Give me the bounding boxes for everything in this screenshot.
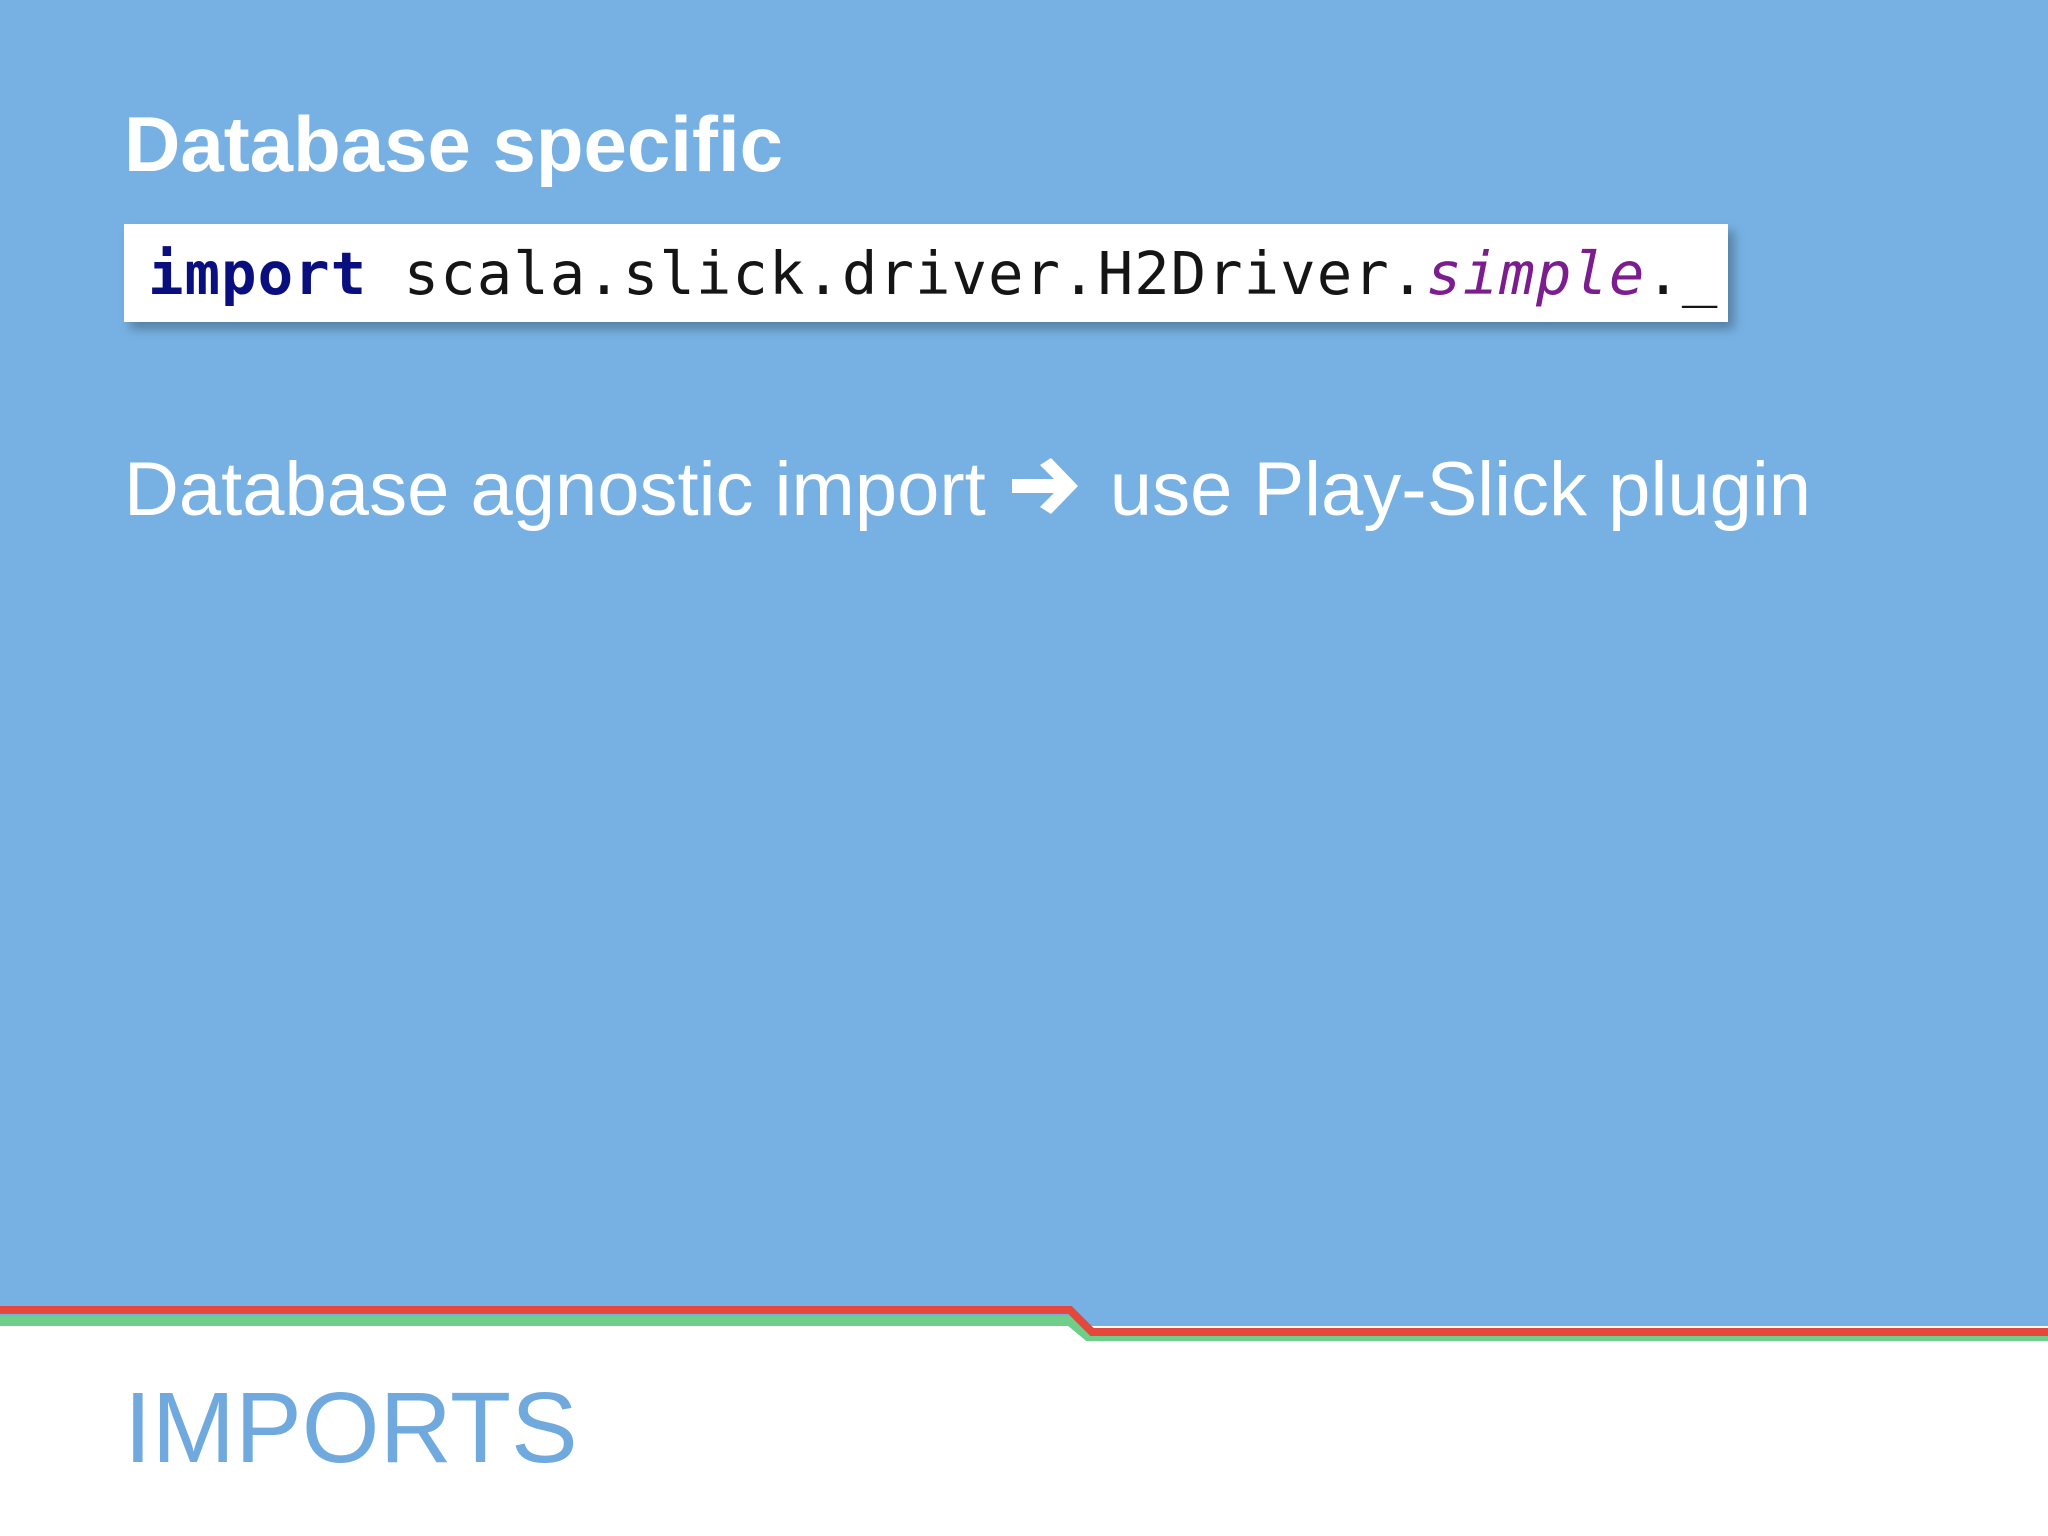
code-suffix: ._ [1645, 238, 1719, 308]
code-member: simple [1426, 238, 1646, 308]
slide-heading: Database specific [124, 100, 784, 188]
bullet-text-before: Database agnostic import [124, 447, 986, 532]
bullet-text-after: use Play-Slick plugin [1109, 447, 1812, 532]
code-space [367, 239, 404, 308]
code-snippet: import scala.slick.driver.H2Driver. simp… [124, 224, 1728, 322]
code-path: scala.slick.driver.H2Driver. [403, 238, 1427, 308]
footer-divider [0, 1300, 2048, 1350]
right-arrow-icon [1011, 451, 1088, 527]
code-keyword: import [148, 238, 368, 308]
section-title: IMPORTS [124, 1372, 578, 1484]
slide-content-area: Database specific import scala.slick.dri… [0, 0, 2048, 1320]
